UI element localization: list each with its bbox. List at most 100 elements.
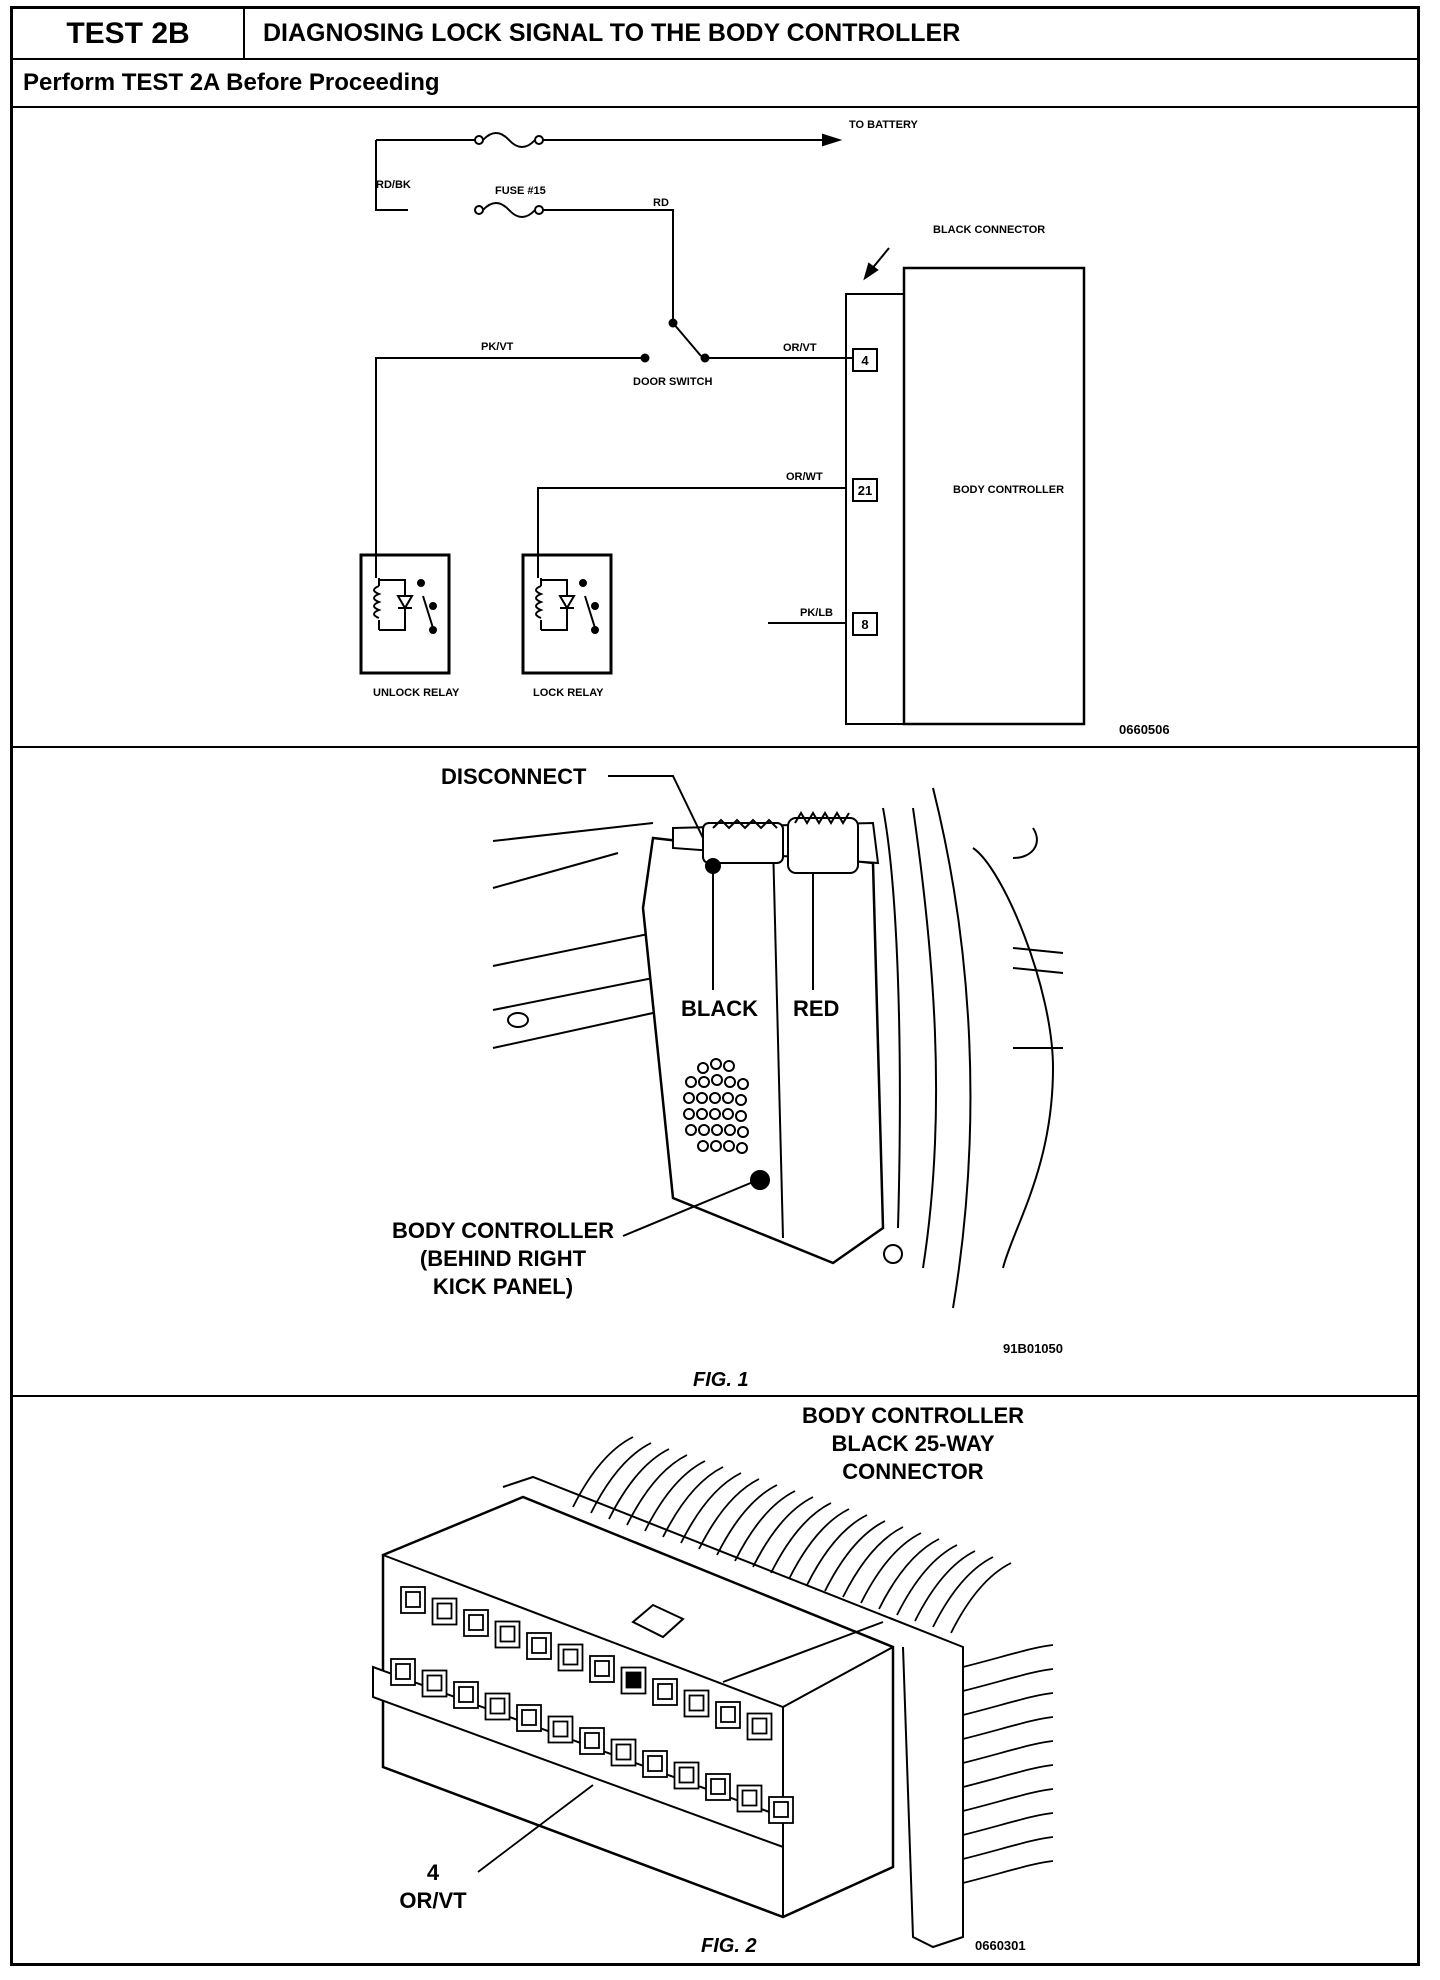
- connector-cavity: [746, 1712, 773, 1741]
- harness-wire: [962, 1716, 1054, 1740]
- harness-wire: [914, 1550, 976, 1622]
- pin-21-box: [852, 478, 878, 502]
- to-battery-arrow: [822, 133, 843, 147]
- connector-cavity: [463, 1609, 489, 1637]
- fig1-illustration: DISCONNECT BLACK RED BODY CONTROLLER (BE…: [392, 764, 1064, 1391]
- pin-8-box: [852, 612, 878, 636]
- connector-cavity: [642, 1750, 668, 1778]
- pin-4-wire-label: OR/VT: [399, 1888, 467, 1913]
- connector-cavity: [579, 1727, 605, 1755]
- unlock-relay-box: [359, 553, 451, 675]
- harness-wire: [626, 1454, 688, 1526]
- or-vt-label: OR/VT: [783, 342, 817, 354]
- fig2-illustration: BODY CONTROLLER BLACK 25-WAY CONNECTOR 4…: [372, 1403, 1054, 1957]
- fig2-code: 0660301: [975, 1938, 1026, 1953]
- body-controller-label: BODY CONTROLLER: [953, 484, 1064, 496]
- black-connector-shell: [702, 822, 784, 864]
- body-controller-box: [902, 266, 1086, 726]
- wire-rd-line: [543, 209, 674, 323]
- panel-bolt: [507, 1012, 529, 1028]
- disconnect-leader: [608, 775, 704, 839]
- harness-wire: [698, 1478, 760, 1550]
- connector-cavity: [610, 1738, 637, 1767]
- wire-or-wt-line: [537, 487, 846, 578]
- harness-wire: [860, 1532, 922, 1604]
- location-line-2: KICK PANEL): [433, 1274, 573, 1299]
- harness-wire: [962, 1836, 1054, 1860]
- pin-4-leader: [477, 1784, 594, 1873]
- harness-wire: [824, 1520, 886, 1592]
- fuse-15-symbol: [482, 202, 536, 218]
- connector-cavity: [390, 1658, 416, 1686]
- pin-8-label: 8: [861, 617, 868, 632]
- harness-wire: [716, 1484, 778, 1556]
- harness-wire: [962, 1764, 1054, 1788]
- connector-cavity: [557, 1643, 584, 1672]
- black-label: BLACK: [681, 996, 758, 1021]
- test-page-frame: TEST 2B DIAGNOSING LOCK SIGNAL TO THE BO…: [10, 6, 1420, 1966]
- harness-wire: [896, 1544, 958, 1616]
- door-switch-blade: [672, 322, 702, 357]
- fig2-title-line-3: CONNECTOR: [842, 1459, 983, 1484]
- connector-cavity: [683, 1689, 710, 1718]
- red-label: RED: [793, 996, 839, 1021]
- red-connector-shell: [787, 817, 859, 874]
- test-id: TEST 2B: [13, 9, 245, 58]
- fuse-main-symbol: [482, 132, 536, 148]
- location-line-1: (BEHIND RIGHT: [420, 1246, 587, 1271]
- disconnect-label: DISCONNECT: [441, 764, 587, 789]
- connector-cavity: [547, 1715, 574, 1744]
- fuse-15-label: FUSE #15: [495, 185, 546, 197]
- connector-cavity: [453, 1681, 479, 1709]
- cavity-pin-4: [620, 1666, 647, 1695]
- harness-wire: [680, 1472, 742, 1544]
- harness-wire: [734, 1490, 796, 1562]
- unlock-relay-label: UNLOCK RELAY: [373, 687, 460, 699]
- connector-cavity: [768, 1796, 794, 1824]
- connector-cavity: [715, 1701, 741, 1729]
- rd-bk-label: RD/BK: [376, 179, 411, 191]
- harness-wire: [962, 1644, 1054, 1668]
- rd-label: RD: [653, 197, 669, 209]
- or-wt-label: OR/WT: [786, 471, 823, 483]
- wiring-schematic: TO BATTERY RD/BK FUSE #15 RD BLACK CONNE…: [359, 119, 1170, 737]
- harness-wire: [962, 1812, 1054, 1836]
- harness-wire: [932, 1556, 994, 1628]
- housing-seam: [772, 842, 784, 1239]
- fig2-caption: FIG. 2: [701, 1935, 757, 1957]
- body-controller-housing: [641, 836, 885, 1265]
- connector-cavity: [705, 1773, 731, 1801]
- connector-cavity: [421, 1669, 448, 1698]
- controller-mount-dot: [750, 1170, 770, 1190]
- fig2-title-line-1: BODY CONTROLLER: [802, 1403, 1024, 1428]
- harness-wire: [806, 1514, 868, 1586]
- harness-wire: [662, 1466, 724, 1538]
- harness-wire: [962, 1860, 1054, 1884]
- door-switch-label: DOOR SWITCH: [633, 376, 712, 388]
- connector-cavity: [673, 1761, 700, 1790]
- test-title: DIAGNOSING LOCK SIGNAL TO THE BODY CONTR…: [263, 19, 961, 47]
- fig2-title-line-2: BLACK 25-WAY: [832, 1431, 995, 1456]
- pin-4-box: [852, 348, 878, 372]
- harness-wire: [962, 1692, 1054, 1716]
- connector-cavity: [589, 1655, 615, 1683]
- connector-cavity: [484, 1692, 511, 1721]
- pk-vt-label: PK/VT: [481, 341, 514, 353]
- black-connector-body: [845, 293, 905, 725]
- harness-wire: [962, 1788, 1054, 1812]
- harness-wire: [644, 1460, 706, 1532]
- wire-rd-bk-line: [375, 140, 408, 211]
- lock-relay-box: [521, 553, 613, 675]
- connector-cavity: [526, 1632, 552, 1660]
- connector-rear-flange: [502, 1475, 964, 1949]
- harness-wire: [842, 1526, 904, 1598]
- connector-cavity: [400, 1586, 426, 1614]
- schematic-code: 0660506: [1119, 722, 1170, 737]
- test-header: TEST 2B DIAGNOSING LOCK SIGNAL TO THE BO…: [13, 9, 1417, 60]
- harness-wire: [770, 1502, 832, 1574]
- connector-latch: [631, 1603, 685, 1639]
- harness-wire: [752, 1496, 814, 1568]
- harness-wire: [572, 1436, 634, 1508]
- connector-cavity: [431, 1597, 458, 1626]
- harness-wire: [962, 1740, 1054, 1764]
